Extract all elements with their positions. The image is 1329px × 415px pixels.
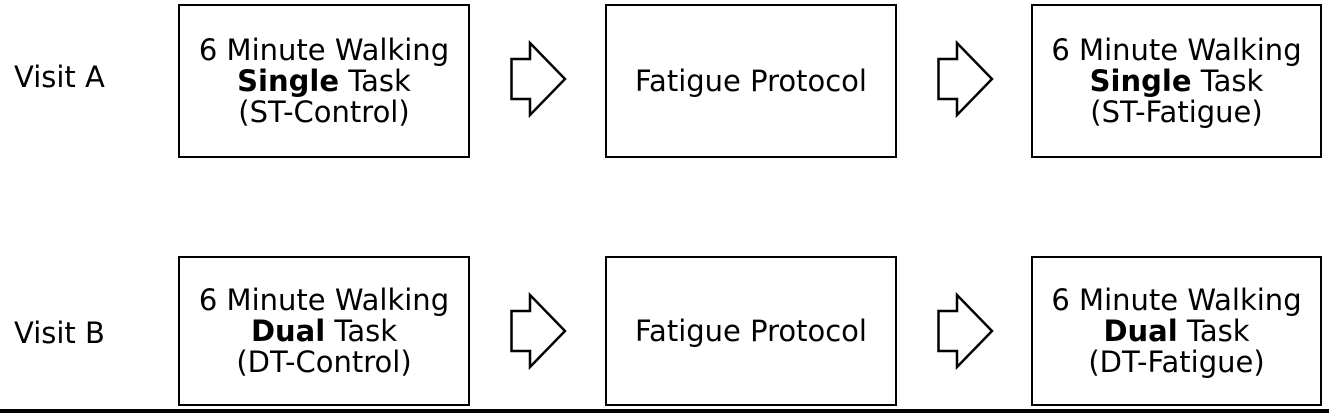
visit-b-label: Visit B [14,316,105,350]
right-arrow-icon [937,40,994,118]
box-line-3: (DT-Fatigue) [1088,344,1265,379]
right-arrow-icon [937,292,994,370]
box-fatigue-protocol-visit-b: Fatigue Protocol [605,256,897,406]
box-dt-control: 6 Minute Walking Dual Task (DT-Control) [178,256,470,406]
box-dt-fatigue: 6 Minute Walking Dual Task (DT-Fatigue) [1031,256,1322,406]
right-arrow-icon [510,40,567,118]
box-line-1: 6 Minute Walking [198,32,450,67]
box-line-2: Dual Task [250,313,398,348]
box-line-1: 6 Minute Walking [1051,282,1302,317]
box-line-1: 6 Minute Walking [198,282,450,317]
visit-a-label: Visit A [14,60,105,94]
box-line-3: (ST-Control) [238,94,410,129]
bottom-border-rule [0,409,1329,413]
box-st-control: 6 Minute Walking Single Task (ST-Control… [178,4,470,158]
line2-rest: Task [1177,313,1250,348]
box-line-1: 6 Minute Walking [1051,32,1302,67]
box-line-1: Fatigue Protocol [635,313,867,348]
emphasized-word: Dual [250,313,326,348]
box-line-3: (ST-Fatigue) [1090,94,1263,129]
box-line-1: Fatigue Protocol [635,63,867,98]
emphasized-word: Dual [1103,313,1178,348]
line2-rest: Task [325,313,398,348]
box-line-2: Single Task [237,63,411,98]
box-st-fatigue: 6 Minute Walking Single Task (ST-Fatigue… [1031,4,1322,158]
emphasized-word: Single [1089,63,1192,98]
box-line-2: Dual Task [1103,313,1250,348]
line2-rest: Task [1191,63,1264,98]
box-line-3: (DT-Control) [236,344,412,379]
emphasized-word: Single [237,63,340,98]
right-arrow-icon [510,292,567,370]
box-fatigue-protocol-visit-a: Fatigue Protocol [605,4,897,158]
box-line-2: Single Task [1089,63,1264,98]
line2-rest: Task [339,63,411,98]
